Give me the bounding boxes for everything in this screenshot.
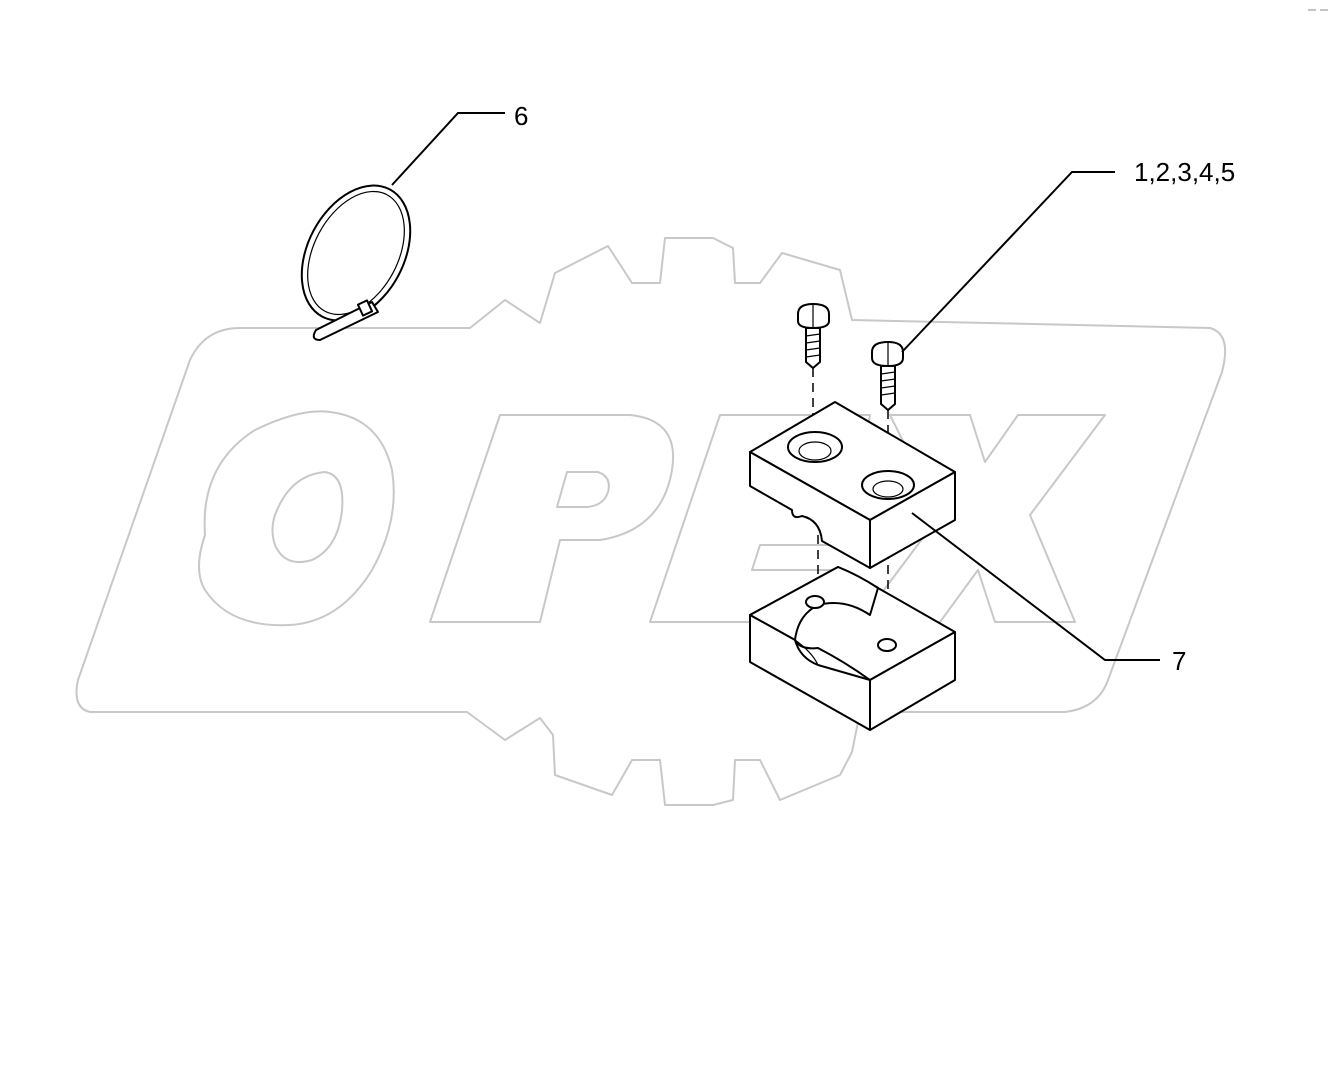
screw-right <box>871 341 904 411</box>
callout-label-6: 6 <box>514 101 528 131</box>
opex-watermark <box>75 237 1226 806</box>
clamp-upper-half <box>749 401 956 569</box>
leader-lines <box>391 112 1160 661</box>
cable-tie-part <box>300 184 412 341</box>
screw-left <box>797 303 830 369</box>
callout-label-7: 7 <box>1172 646 1186 676</box>
clamp-lower-half <box>749 566 956 731</box>
callout-label-1-5: 1,2,3,4,5 <box>1134 157 1235 187</box>
